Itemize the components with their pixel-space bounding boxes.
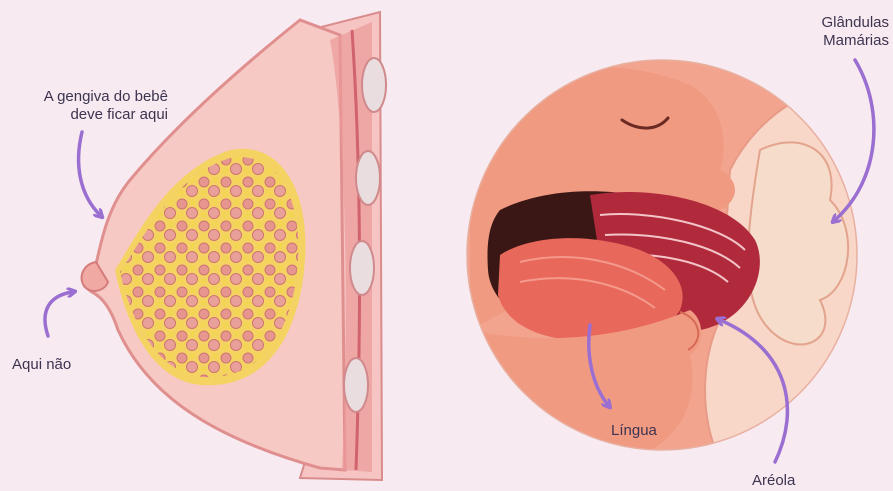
label-not-here: Aqui não bbox=[12, 356, 71, 374]
arrow-gum-here bbox=[79, 132, 100, 215]
label-gum-here-line1: A gengiva do bebê bbox=[44, 88, 168, 106]
breast-cross-section bbox=[82, 12, 386, 480]
rib bbox=[356, 151, 380, 205]
label-glands: Glândulas Mamárias bbox=[821, 14, 889, 50]
label-gum-here: A gengiva do bebê deve ficar aqui bbox=[44, 88, 168, 124]
rib bbox=[344, 358, 368, 412]
label-tongue: Língua bbox=[611, 422, 657, 440]
label-glands-line2: Mamárias bbox=[821, 32, 889, 50]
latch-circle bbox=[460, 55, 880, 460]
rib bbox=[350, 241, 374, 295]
rib bbox=[362, 58, 386, 112]
label-gum-here-line2: deve ficar aqui bbox=[44, 106, 168, 124]
label-areola: Aréola bbox=[752, 472, 795, 490]
arrow-not-here bbox=[45, 292, 72, 336]
label-glands-line1: Glândulas bbox=[821, 14, 889, 32]
